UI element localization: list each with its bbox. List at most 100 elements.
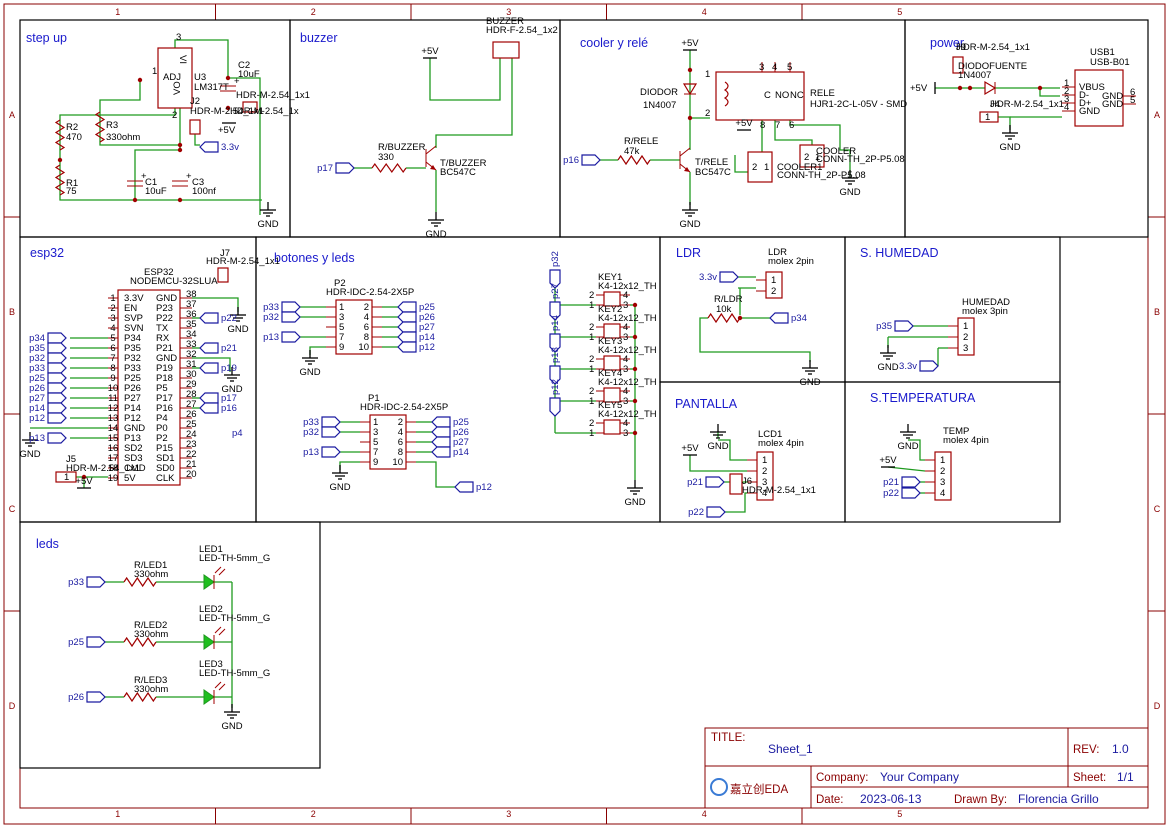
net-p16: [199, 402, 219, 414]
ground-keys: [627, 480, 643, 495]
label: R/LED1: [134, 560, 167, 571]
label: R/LDR: [714, 294, 743, 305]
pin-number: 1: [963, 321, 968, 332]
pin-number: 4: [623, 290, 628, 301]
pin-number: 3: [623, 428, 628, 439]
pin-name: RX: [156, 333, 170, 344]
pin-name: P0: [156, 423, 168, 434]
junction: [177, 142, 183, 148]
net-label: p13: [29, 433, 45, 444]
label: 75: [66, 186, 77, 197]
pin-number: 4: [623, 354, 628, 365]
pin-number: 35: [186, 319, 197, 330]
net-label: p25: [29, 373, 45, 384]
pin-number: 1: [589, 428, 594, 439]
label: J2: [190, 96, 200, 107]
net-esp-left: [47, 352, 67, 364]
border-col-label: 2: [311, 7, 316, 17]
pin-number: 15: [108, 433, 119, 444]
pin-name: P26: [124, 383, 141, 394]
j9-header: [952, 56, 964, 74]
pin-number: 9: [373, 457, 378, 468]
sheet-title: Sheet_1: [768, 742, 813, 756]
led-rays: [214, 566, 226, 576]
r-led: [123, 636, 157, 648]
label: 330ohm: [134, 569, 168, 580]
gnd-label: GND: [221, 721, 242, 732]
pin-number: 5: [339, 322, 344, 333]
pin-number: 4: [1064, 102, 1069, 113]
gnd-label: GND: [707, 441, 728, 452]
date-value: 2023-06-13: [860, 792, 922, 806]
net-label: p27: [453, 437, 469, 448]
net-label: p21: [883, 477, 899, 488]
net-label: p33: [68, 577, 84, 588]
pin-number: 9: [339, 342, 344, 353]
pin-name: SVN: [124, 323, 144, 334]
label: C2: [238, 60, 250, 71]
pin-number: 2: [1064, 86, 1069, 97]
pin-number: 12: [108, 403, 119, 414]
pin-number: 1: [152, 66, 157, 77]
net-p21-lcd: [705, 476, 725, 488]
ground-cooler: [682, 202, 698, 217]
net-p4: p4: [232, 428, 243, 439]
pin-name: GND: [1102, 91, 1123, 102]
power-label: +5V: [421, 46, 439, 57]
pin-number: 3: [339, 312, 344, 323]
pin-number: 9: [110, 373, 115, 384]
pin-name: VO: [172, 81, 183, 95]
section-title-ldr: LDR: [676, 246, 701, 260]
border-row-label: A: [1154, 110, 1160, 120]
pin-name: P4: [156, 413, 168, 424]
label: 330ohm: [106, 132, 140, 143]
net-33v: [199, 141, 219, 153]
net-p16: [581, 154, 601, 166]
net-p35: [894, 320, 914, 332]
ground-leds: [224, 704, 240, 719]
wire-r: [59, 108, 262, 201]
pin-number: 10: [108, 383, 119, 394]
led-diode: [203, 574, 215, 590]
rev-value: 1.0: [1112, 742, 1129, 756]
net-label: p34: [791, 313, 807, 324]
net-label: p33: [29, 363, 45, 374]
net-esp-left: [47, 372, 67, 384]
buzzer-header: [492, 41, 520, 59]
power-label: +5V: [681, 443, 699, 454]
label: 470: [66, 132, 82, 143]
net-p2-right: [397, 321, 417, 333]
r2-resistor: [54, 119, 66, 151]
section-title-botones: botones y leds: [274, 251, 355, 265]
pin-number: 30: [186, 369, 197, 380]
net-p13: [47, 432, 67, 444]
gnd-label: GND: [329, 482, 350, 493]
pin-number: 1: [110, 293, 115, 304]
c3-capacitor: +: [172, 171, 192, 187]
pin-number: 8: [760, 120, 765, 131]
gnd-label: GND: [624, 497, 645, 508]
wire-ldr-gnd: [699, 317, 811, 362]
label: DIODOR: [640, 87, 678, 98]
pin-number: 1: [373, 417, 378, 428]
border-row-label: C: [1154, 504, 1161, 514]
pin-name: P32: [124, 353, 141, 364]
junction: [81, 474, 87, 480]
label: USB1: [1090, 47, 1115, 58]
pin-name: SD2: [124, 443, 142, 454]
pin-number: 1: [339, 302, 344, 313]
pin-number: 1: [764, 162, 769, 173]
r3-resistor: [94, 111, 106, 143]
gnd-label: GND: [679, 219, 700, 230]
company-label: Company:: [816, 772, 868, 784]
power-label: +5V: [681, 38, 699, 49]
power-label: +5V: [75, 476, 93, 487]
section-title-cooler: cooler y relé: [580, 36, 648, 50]
label: R/LED2: [134, 620, 167, 631]
pin-number: 6: [110, 343, 115, 354]
pin-number: 3: [176, 32, 181, 43]
label: molex 2pin: [768, 256, 814, 267]
label: HDR-M-2.54_1x1: [742, 485, 816, 496]
junction: [687, 115, 693, 121]
